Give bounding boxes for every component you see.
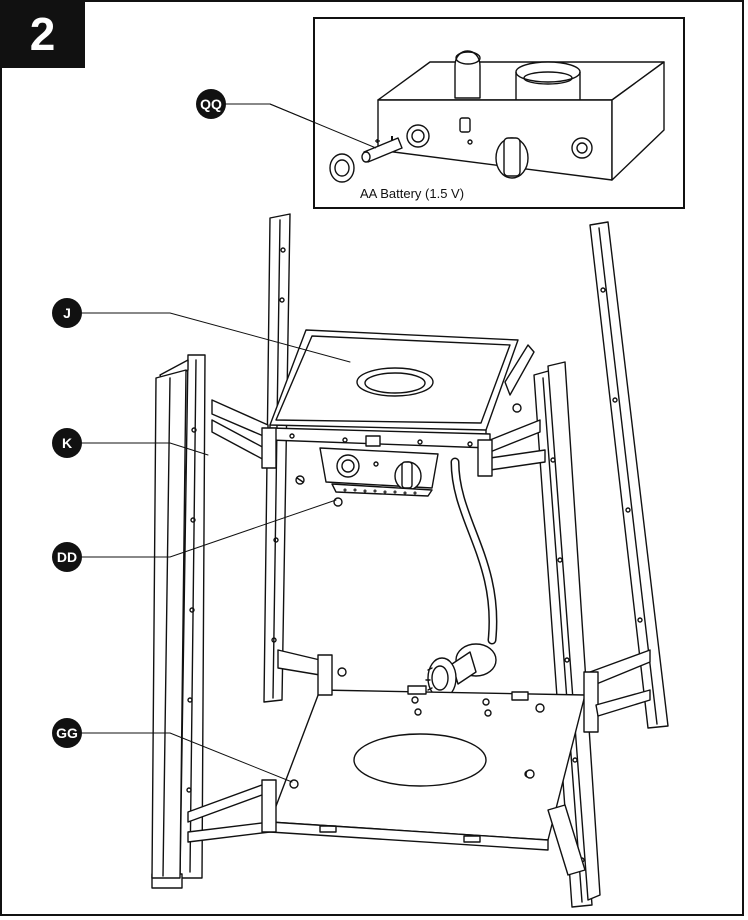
control-valve-assembly bbox=[319, 447, 439, 497]
callout-qq: QQ bbox=[196, 89, 226, 119]
bolt-dd-a bbox=[295, 475, 305, 485]
bolt-dd-c bbox=[512, 403, 522, 413]
callout-k: K bbox=[52, 428, 82, 458]
leg-front-left bbox=[151, 354, 206, 889]
gas-hose bbox=[450, 457, 498, 645]
upper-brace-right bbox=[477, 344, 546, 477]
bolt-gg-d bbox=[525, 769, 535, 779]
callout-dd: DD bbox=[52, 542, 82, 572]
lower-brace-left bbox=[187, 649, 333, 843]
callout-j: J bbox=[52, 298, 82, 328]
regulator bbox=[425, 643, 497, 699]
upper-brace-left bbox=[211, 399, 277, 469]
bolt-dd-b bbox=[333, 497, 343, 507]
leg-front-left-outer bbox=[151, 369, 187, 879]
leg-back-right bbox=[589, 221, 669, 729]
battery-caption: AA Battery (1.5 V) bbox=[360, 186, 465, 201]
detail-inset-frame bbox=[313, 17, 685, 209]
step-number-badge: 2 bbox=[0, 0, 85, 68]
lower-brace-right bbox=[547, 649, 651, 876]
bolt-gg-c bbox=[535, 703, 545, 713]
top-plate-j bbox=[269, 329, 519, 449]
bolt-gg-b bbox=[337, 667, 347, 677]
lower-shelf bbox=[269, 685, 586, 851]
callout-gg: GG bbox=[52, 718, 82, 748]
